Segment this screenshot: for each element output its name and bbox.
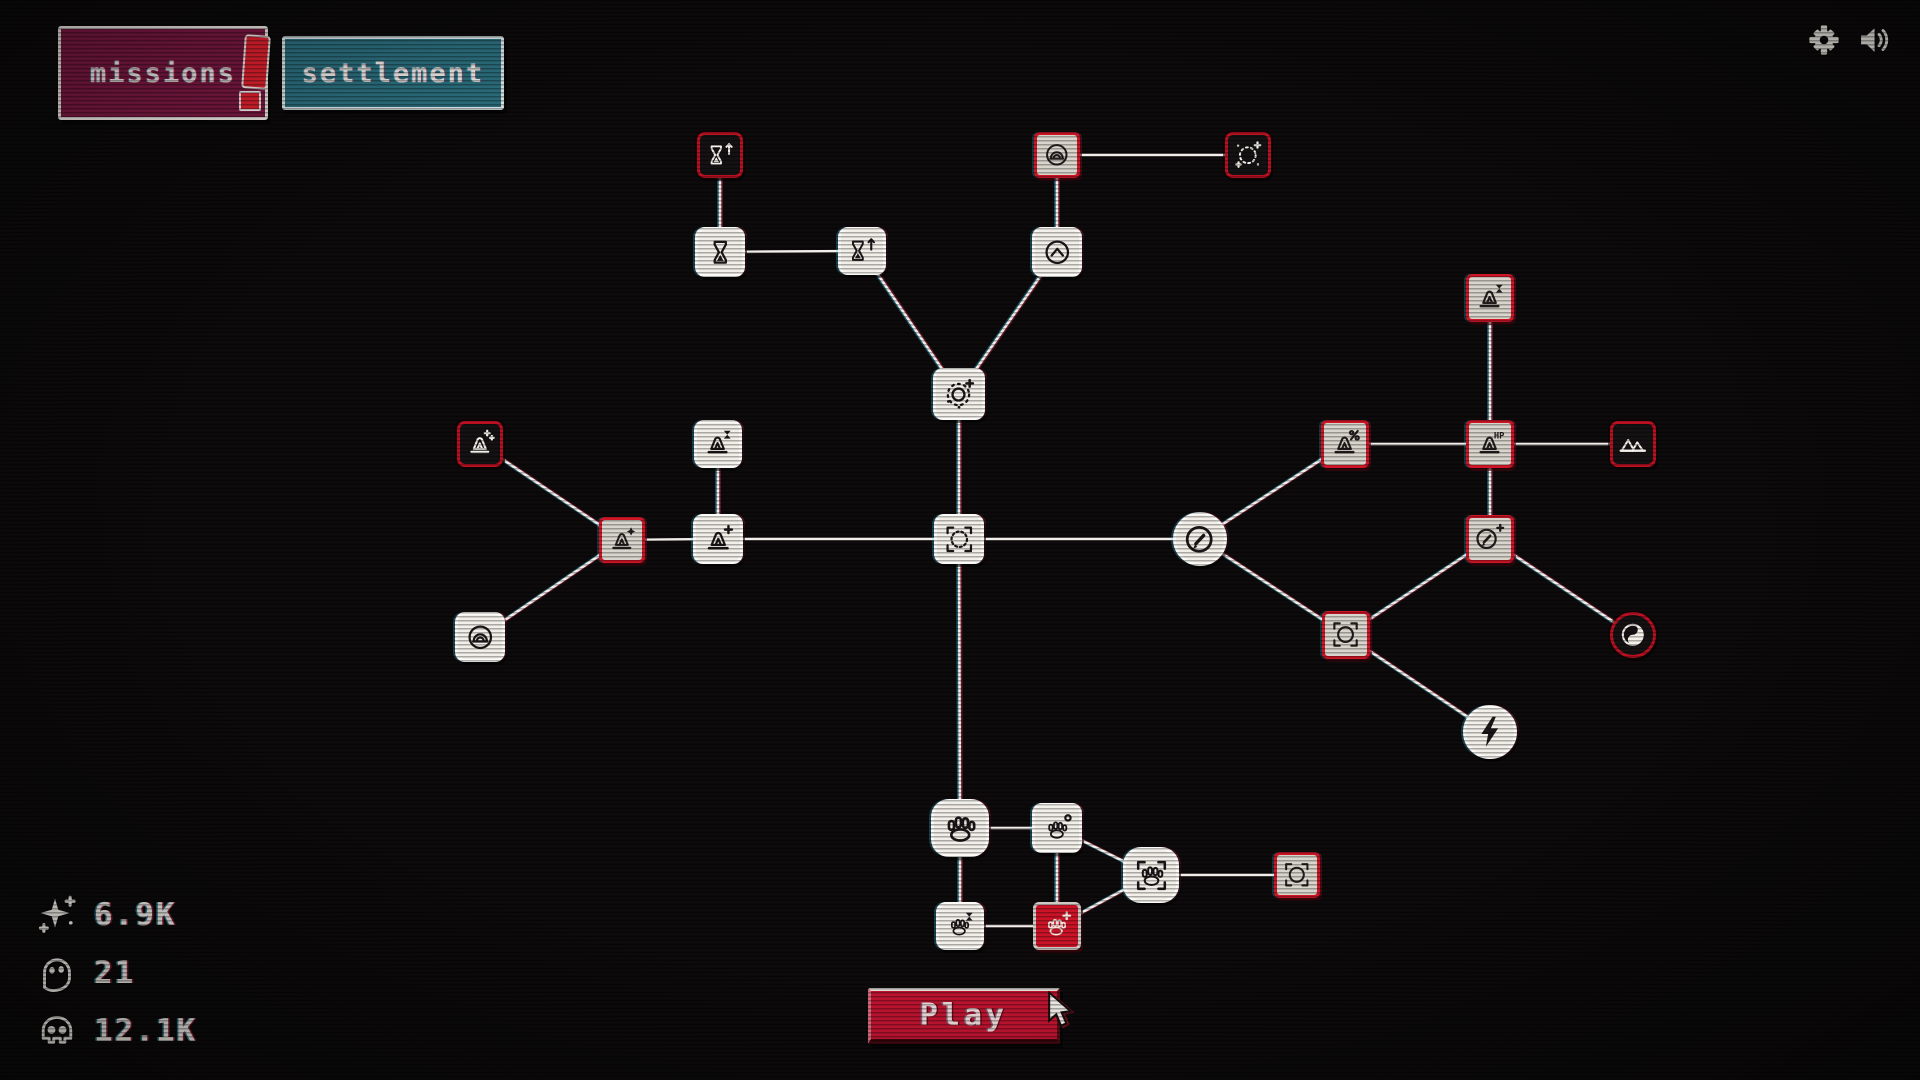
- skill-node-d1-paw[interactable]: [931, 799, 989, 857]
- hourglass-icon: [713, 240, 727, 264]
- skill-node-d4-paw-plus[interactable]: [1033, 902, 1081, 950]
- mountains-icon: [1619, 439, 1647, 453]
- topbar-right: [1806, 22, 1892, 58]
- gauge-icon: [1045, 240, 1069, 264]
- resource-sparks-value: 6.9K: [94, 897, 177, 933]
- volume-speaker-icon: [1861, 28, 1889, 52]
- skill-node-r5-pen-plus[interactable]: [1466, 515, 1514, 563]
- skill-node-l5-dome[interactable]: [455, 612, 505, 662]
- skill-node-d5-paw-brackets[interactable]: [1123, 847, 1179, 903]
- skill-node-core-focus[interactable]: [934, 514, 984, 564]
- skill-node-d3-paw-hourglass[interactable]: [936, 902, 984, 950]
- skill-node-r7-yinyang[interactable]: [1610, 612, 1656, 658]
- resource-sparks: 6.9K: [36, 894, 197, 936]
- skill-node-r3-mound-hourglass[interactable]: [1466, 274, 1514, 322]
- ghost-icon: [43, 958, 71, 992]
- skill-node-r2-mound-hp[interactable]: HP: [1466, 420, 1514, 468]
- paw-hourglass-icon: [951, 913, 974, 936]
- svg-text:HP: HP: [1494, 432, 1505, 442]
- skill-node-l3-mound-star[interactable]: [599, 517, 645, 563]
- orbit-icon: [1235, 141, 1262, 169]
- skill-node-r8-bolt[interactable]: [1463, 705, 1517, 759]
- skill-node-r1-mound-percent[interactable]: [1321, 420, 1369, 468]
- resource-souls: 21: [36, 952, 197, 994]
- dome-icon: [468, 625, 492, 649]
- mound-percent-icon: [1334, 430, 1361, 454]
- settings-gear-icon[interactable]: [1806, 22, 1842, 58]
- mound-sparkle-icon: [470, 429, 495, 454]
- mound-hourglass-icon: [707, 431, 732, 454]
- skill-node-r0-pen-circle[interactable]: [1173, 512, 1227, 566]
- sparkles-icon: [36, 894, 78, 936]
- pen-circle-icon: [1186, 526, 1213, 553]
- skill-node-a2-hourglass[interactable]: [695, 227, 745, 277]
- mound-plus-icon: [707, 524, 733, 550]
- mound-hp-icon: HP: [1479, 432, 1505, 454]
- mound-star-icon: [612, 527, 636, 550]
- skull-icon: [41, 1016, 73, 1044]
- focus-sq-icon: [1285, 863, 1309, 887]
- sparkles-icon: [38, 895, 76, 934]
- resource-bones-value: 12.1K: [94, 1013, 198, 1049]
- skill-node-b2-orbit[interactable]: [1225, 132, 1271, 178]
- play-button[interactable]: Play: [868, 988, 1060, 1044]
- bolt-icon: [1481, 717, 1499, 747]
- skill-node-b1-dome[interactable]: [1034, 132, 1080, 178]
- skill-node-l1-mound-plus[interactable]: [693, 514, 743, 564]
- skill-node-c1-planet[interactable]: [933, 368, 985, 420]
- skill-node-l4-mound-sparkle[interactable]: [457, 421, 503, 467]
- skill-node-a1-hourglass-up[interactable]: [697, 132, 743, 178]
- mound-hourglass-icon: [1479, 285, 1504, 308]
- focus-sq-icon: [1333, 622, 1359, 648]
- skill-node-l2-mound-hourglass[interactable]: [694, 420, 742, 468]
- tab-missions-label: missions: [89, 57, 237, 89]
- focus-icon: [946, 526, 972, 552]
- dome-icon: [1046, 144, 1068, 166]
- skill-node-r4-mountains[interactable]: [1610, 421, 1656, 467]
- tab-settlement[interactable]: settlement: [282, 36, 504, 110]
- top-tabs: missions settlement: [58, 26, 504, 120]
- skill-node-d6-focus-sq[interactable]: [1274, 852, 1320, 898]
- volume-speaker-icon[interactable]: [1856, 22, 1892, 58]
- skill-node-b3-gauge[interactable]: [1032, 227, 1082, 277]
- resource-bones: 12.1K: [36, 1010, 197, 1052]
- planet-icon: [946, 378, 975, 409]
- hourglass-up-icon: [710, 143, 733, 165]
- skull-icon: [36, 1010, 78, 1052]
- hourglass-up-icon: [852, 238, 876, 262]
- skill-node-d2-paw-dot[interactable]: [1032, 803, 1082, 853]
- tab-settlement-label: settlement: [301, 57, 485, 89]
- skill-node-r6-focus-sq[interactable]: [1322, 611, 1370, 659]
- resource-panel: 6.9K 21 12.1K: [36, 894, 197, 1052]
- missions-alert-icon: [231, 34, 277, 113]
- ghost-icon: [36, 952, 78, 994]
- resource-souls-value: 21: [94, 955, 136, 991]
- tab-missions[interactable]: missions: [58, 26, 271, 120]
- skill-node-a3-hourglass-up[interactable]: [838, 227, 886, 275]
- yinyang-icon: [1621, 623, 1645, 647]
- paw-dot-icon: [1048, 813, 1072, 839]
- pen-plus-icon: [1476, 524, 1505, 550]
- paw-icon: [947, 816, 976, 842]
- settings-gear-icon: [1809, 25, 1839, 55]
- paw-brackets-icon: [1136, 860, 1166, 890]
- paw-plus-icon: [1048, 911, 1072, 936]
